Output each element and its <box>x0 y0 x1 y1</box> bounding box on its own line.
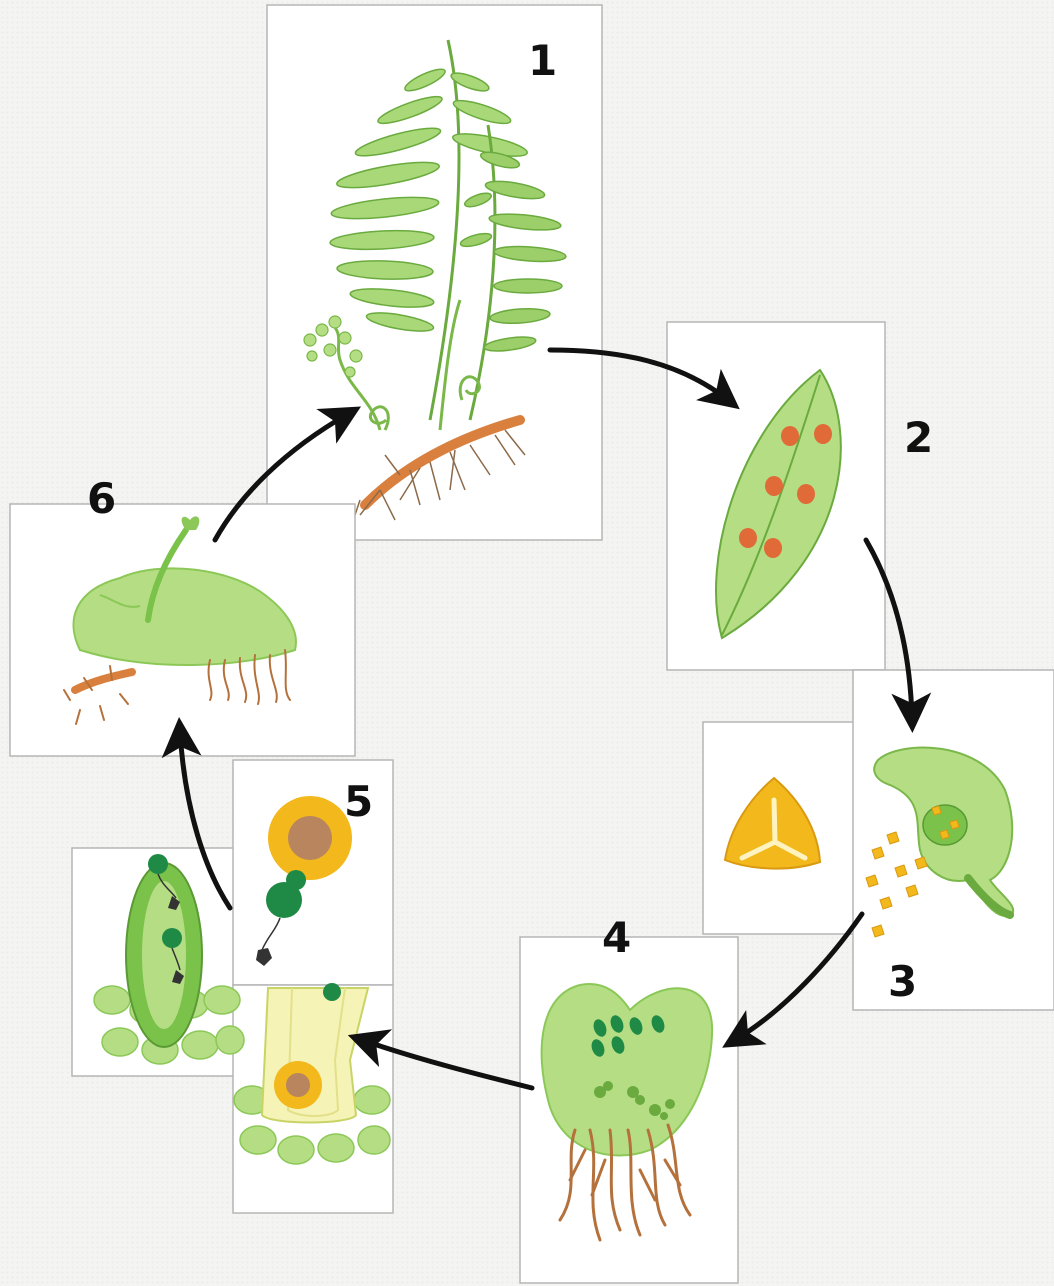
stage-3-number: 3 <box>888 957 917 1006</box>
stage-4-panel: 4 <box>520 913 738 1283</box>
stage-3-panel: 3 <box>703 670 1054 1010</box>
stage-6-number: 6 <box>87 474 116 523</box>
stage-1-panel: 1 <box>267 5 602 540</box>
stage-4-number: 4 <box>602 913 631 962</box>
stage-2-number: 2 <box>904 413 933 462</box>
stage-5-panel: 5 <box>72 760 393 1213</box>
stage-2-panel: 2 <box>667 322 933 670</box>
stage-6-panel: 6 <box>10 474 355 756</box>
stage-1-number: 1 <box>528 36 557 85</box>
stage-5-number: 5 <box>344 777 373 826</box>
